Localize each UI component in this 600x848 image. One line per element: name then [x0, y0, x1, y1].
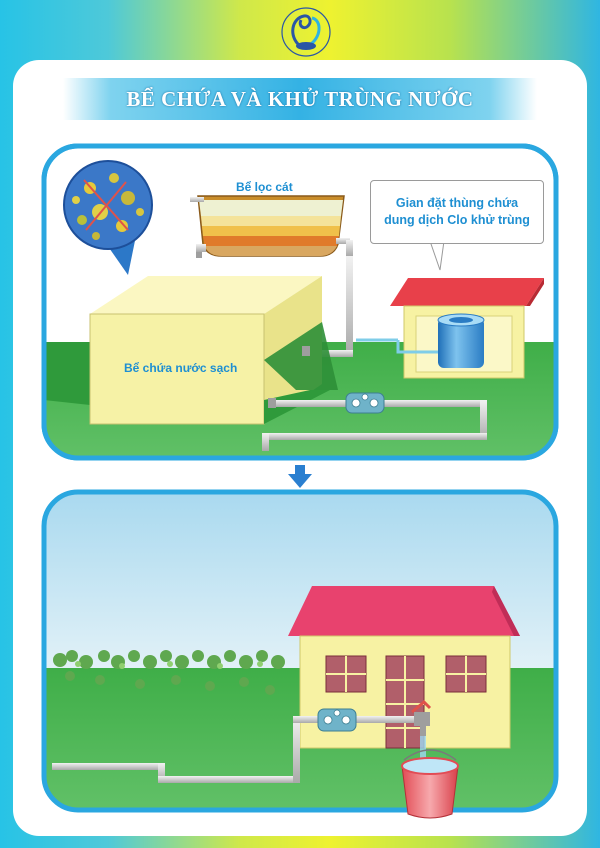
swan-logo-icon	[281, 7, 331, 57]
bacteria-magnifier-icon	[63, 160, 153, 275]
clean-tank-label: Bể chứa nước sạch	[124, 361, 237, 375]
sand-filter-tank	[190, 195, 353, 258]
chlorine-label-line1: Gian đặt thùng chứa	[395, 196, 519, 210]
clean-water-tank	[89, 276, 338, 425]
chlorine-shed	[356, 278, 544, 379]
chlorine-label-line2: dung dịch Clo khử trùng	[384, 213, 530, 227]
sand-filter-label: Bể lọc cát	[236, 180, 293, 194]
water-meter-bottom	[317, 708, 357, 732]
title-banner: BỂ CHỨA VÀ KHỬ TRÙNG NƯỚC	[63, 78, 537, 120]
water-bucket	[401, 749, 459, 819]
water-meter-top	[345, 392, 385, 414]
arrow-down-icon	[288, 465, 312, 488]
house	[288, 586, 520, 749]
page-title: BỂ CHỨA VÀ KHỬ TRÙNG NƯỚC	[126, 86, 474, 111]
chlorine-room-callout: Gian đặt thùng chứa dung dịch Clo khử tr…	[370, 180, 544, 244]
bottom-scene	[41, 489, 559, 819]
